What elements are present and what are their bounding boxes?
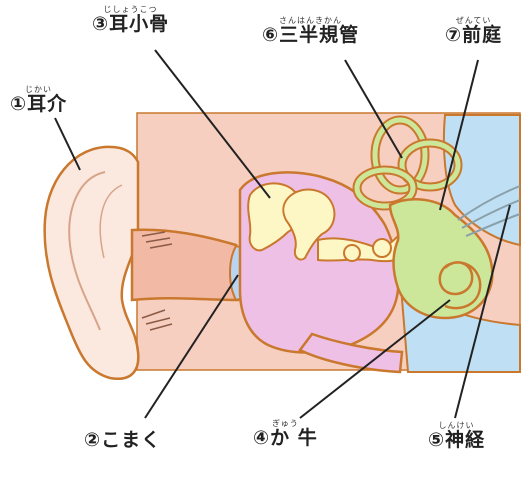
- leader-line-auricle: [55, 118, 80, 170]
- auricle-shape: [45, 147, 139, 379]
- label-nerve-text: ⑤神経: [428, 431, 485, 450]
- label-semicircular-canals-text: ⑥三半規管: [262, 26, 359, 45]
- label-auricle: じかい ①耳介: [10, 86, 67, 114]
- label-eardrum: ②こまく: [84, 422, 161, 450]
- label-vestibule: ぜんてい ⑦前庭: [445, 17, 502, 45]
- label-vestibule-text: ⑦前庭: [445, 26, 502, 45]
- stapes-loop-b: [373, 239, 391, 257]
- stapes-loop-a: [344, 245, 360, 261]
- ear-canal: [132, 230, 238, 300]
- label-cochlea: ぎゅう ④か 牛: [253, 420, 318, 448]
- label-semicircular-canals: さんはんきかん ⑥三半規管: [262, 17, 359, 45]
- label-eardrum-text: ②こまく: [84, 431, 161, 450]
- label-auricle-text: ①耳介: [10, 95, 67, 114]
- label-ossicles: じしょうこつ ③耳小骨: [92, 6, 169, 34]
- label-nerve: しんけい ⑤神経: [428, 422, 485, 450]
- label-ossicles-text: ③耳小骨: [92, 15, 169, 34]
- label-cochlea-text: ④か 牛: [253, 429, 318, 448]
